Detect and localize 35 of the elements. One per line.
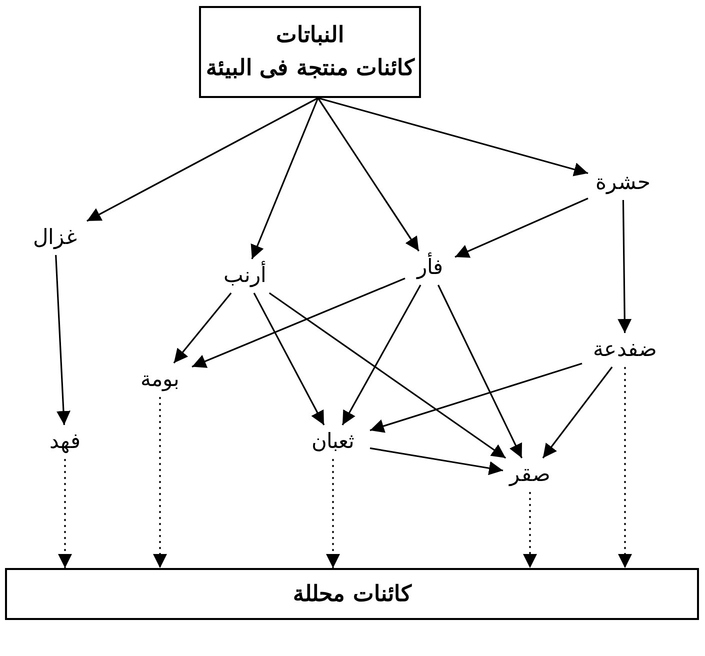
arrow bbox=[250, 98, 319, 260]
organism-name: فهد bbox=[50, 428, 80, 456]
arrow bbox=[342, 284, 422, 426]
arrow bbox=[253, 292, 325, 426]
arrow bbox=[438, 284, 522, 458]
arrow bbox=[173, 292, 232, 364]
organism-name: ثعبان bbox=[312, 428, 354, 456]
box-text: النباتات bbox=[276, 21, 344, 50]
process-box bbox=[199, 6, 421, 98]
organism-name: ضفدعة bbox=[593, 336, 657, 364]
arrow bbox=[370, 447, 504, 476]
organism-name: فأر bbox=[417, 252, 443, 284]
arrow bbox=[268, 292, 506, 459]
dotted-arrow bbox=[618, 367, 632, 568]
dotted-arrow bbox=[58, 459, 72, 568]
arrow bbox=[317, 98, 420, 252]
box-text: كائنات محللة bbox=[293, 580, 411, 608]
process-box bbox=[5, 568, 699, 620]
organism-name: بومة bbox=[140, 366, 180, 394]
dotted-arrow bbox=[326, 459, 340, 568]
organism-name: حشرة bbox=[596, 169, 650, 196]
dotted-arrow bbox=[523, 492, 537, 568]
arrow bbox=[86, 97, 318, 222]
arrow bbox=[55, 254, 70, 426]
dotted-arrow bbox=[153, 397, 167, 568]
organism-name: غزال bbox=[33, 224, 77, 252]
arrow bbox=[192, 278, 406, 368]
organism-name: أرنب bbox=[224, 260, 266, 292]
arrow bbox=[618, 200, 632, 333]
arrow bbox=[370, 362, 582, 433]
organism-name: صقر bbox=[510, 461, 550, 488]
arrow bbox=[542, 366, 613, 458]
arrow bbox=[318, 97, 588, 176]
arrow bbox=[454, 198, 588, 258]
box-text: كائنات منتجة فى البيئة bbox=[206, 54, 414, 83]
